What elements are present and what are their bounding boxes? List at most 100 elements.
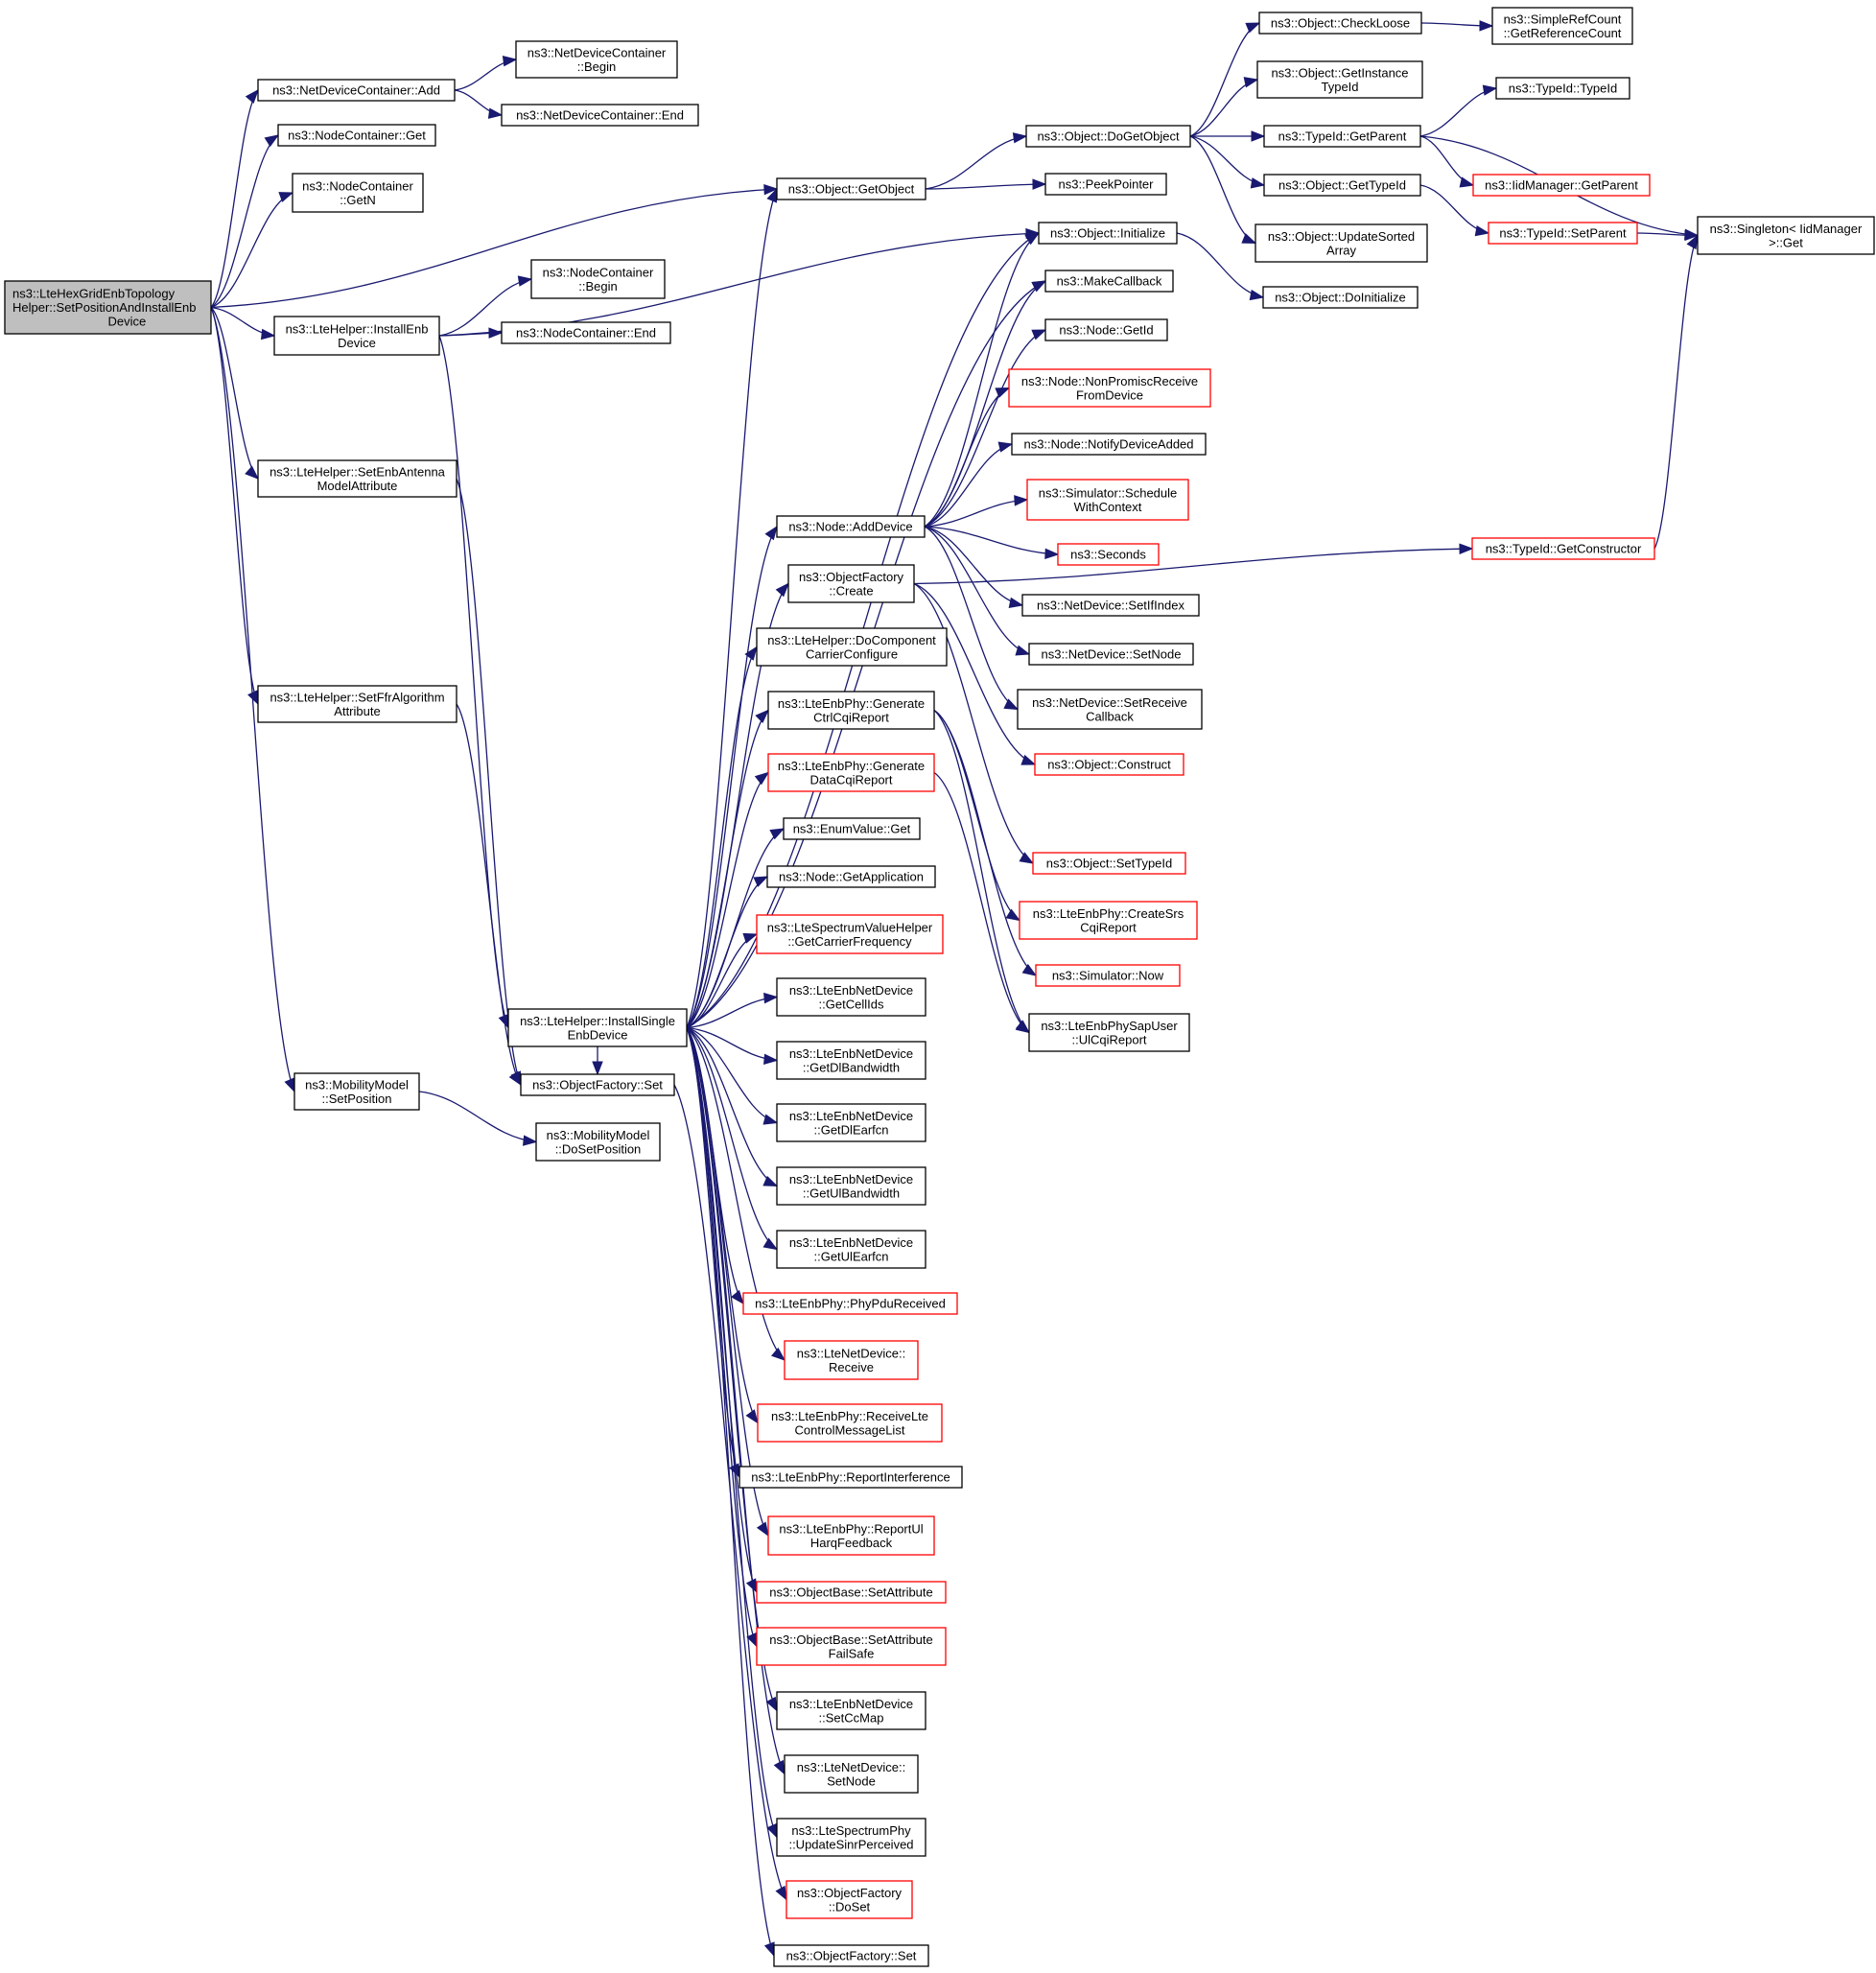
node-docomponent[interactable]: ns3::LteHelper::DoComponentCarrierConfig… — [756, 627, 948, 667]
node-label: ::GetDlBandwidth — [803, 1060, 900, 1074]
node-typeid-getparent[interactable]: ns3::TypeId::GetParent — [1263, 125, 1421, 148]
node-obj-settypeid[interactable]: ns3::Object::SetTypeId — [1032, 852, 1186, 875]
node-get-dlearfcn[interactable]: ns3::LteEnbNetDevice::GetDlEarfcn — [776, 1103, 926, 1142]
node-sim-now[interactable]: ns3::Simulator::Now — [1035, 964, 1181, 987]
arrowhead-icon — [1243, 77, 1259, 88]
node-lnd-setnode[interactable]: ns3::LteNetDevice::SetNode — [784, 1754, 919, 1794]
node-label: ns3::ObjectBase::SetAttribute — [769, 1585, 933, 1600]
node-set-antenna[interactable]: ns3::LteHelper::SetEnbAntennaModelAttrib… — [257, 459, 457, 498]
node-box — [784, 1340, 919, 1380]
edge-set-ffr-to-of-set-left — [456, 703, 522, 1087]
arrowhead-icon — [1015, 1021, 1031, 1034]
node-nc-begin[interactable]: ns3::NodeContainer::Begin — [530, 259, 666, 299]
node-box — [776, 515, 926, 538]
node-spectrum-helper[interactable]: ns3::LteSpectrumValueHelper::GetCarrierF… — [756, 914, 944, 954]
node-ob-setattr[interactable]: ns3::ObjectBase::SetAttribute — [756, 1581, 947, 1604]
node-of-create[interactable]: ns3::ObjectFactory::Create — [787, 564, 915, 603]
node-nd-setnode[interactable]: ns3::NetDevice::SetNode — [1028, 643, 1194, 666]
node-obj-dogetobject[interactable]: ns3::Object::DoGetObject — [1025, 125, 1191, 148]
node-iid-getparent[interactable]: ns3::IidManager::GetParent — [1472, 174, 1651, 197]
node-label: ns3::TypeId::GetParent — [1278, 129, 1407, 144]
node-label: ns3::NodeContainer — [302, 178, 413, 193]
node-node-adddevice[interactable]: ns3::Node::AddDevice — [776, 515, 926, 538]
node-peekpointer[interactable]: ns3::PeekPointer — [1044, 173, 1167, 196]
node-ndc-begin[interactable]: ns3::NetDeviceContainer::Begin — [515, 40, 678, 79]
node-obj-gettypeid[interactable]: ns3::Object::GetTypeId — [1263, 174, 1421, 197]
node-get-dlbw[interactable]: ns3::LteEnbNetDevice::GetDlBandwidth — [776, 1041, 926, 1080]
edge-line — [438, 232, 1040, 337]
edge-install-single-to-report-interf — [686, 1027, 740, 1479]
node-simplerefcount[interactable]: ns3::SimpleRefCount::GetReferenceCount — [1491, 7, 1633, 45]
edge-install-single-to-of-set-left — [592, 1045, 603, 1076]
node-obj-initialize[interactable]: ns3::Object::Initialize — [1038, 222, 1178, 245]
node-nc-end[interactable]: ns3::NodeContainer::End — [501, 321, 671, 344]
edge-install-single-to-node-adddevice — [686, 525, 778, 1028]
node-obj-doinitialize[interactable]: ns3::Object::DoInitialize — [1262, 286, 1419, 309]
node-label: EnbDevice — [568, 1027, 628, 1042]
node-of-set-bottom[interactable]: ns3::ObjectFactory::Set — [773, 1944, 929, 1967]
node-recv-ctrl[interactable]: ns3::LteEnbPhy::ReceiveLteControlMessage… — [757, 1403, 943, 1443]
node-node-notify[interactable]: ns3::Node::NotifyDeviceAdded — [1011, 433, 1207, 456]
node-ndc-end[interactable]: ns3::NetDeviceContainer::End — [501, 104, 699, 127]
node-mm-dosetpos[interactable]: ns3::MobilityModel::DoSetPosition — [535, 1122, 661, 1162]
node-get-ulbw[interactable]: ns3::LteEnbNetDevice::GetUlBandwidth — [776, 1166, 926, 1206]
node-root[interactable]: ns3::LteHexGridEnbTopologyHelper::SetPos… — [4, 280, 212, 335]
node-node-getid[interactable]: ns3::Node::GetId — [1044, 318, 1168, 341]
node-label: ns3::Object::GetInstance — [1271, 65, 1408, 80]
node-setccmap[interactable]: ns3::LteEnbNetDevice::SetCcMap — [776, 1691, 926, 1730]
node-seconds[interactable]: ns3::Seconds — [1057, 543, 1160, 566]
node-node-getapp[interactable]: ns3::Node::GetApplication — [766, 865, 936, 888]
node-get-cellids[interactable]: ns3::LteEnbNetDevice::GetCellIds — [776, 977, 926, 1017]
node-label: Array — [1326, 243, 1357, 257]
node-of-set-left[interactable]: ns3::ObjectFactory::Set — [520, 1073, 675, 1096]
node-nc-get[interactable]: ns3::NodeContainer::Get — [277, 124, 436, 147]
arrowhead-icon — [1021, 963, 1038, 976]
node-enumvalue-get[interactable]: ns3::EnumValue::Get — [783, 817, 921, 840]
node-singleton-get[interactable]: ns3::Singleton< IidManager>::Get — [1697, 216, 1875, 255]
node-box — [257, 685, 457, 723]
node-box — [776, 977, 926, 1017]
node-get-ulearfcn[interactable]: ns3::LteEnbNetDevice::GetUlEarfcn — [776, 1230, 926, 1269]
node-box — [257, 79, 456, 102]
node-mm-setpos[interactable]: ns3::MobilityModel::SetPosition — [293, 1072, 420, 1111]
node-nd-setifindex[interactable]: ns3::NetDevice::SetIfIndex — [1021, 594, 1200, 617]
node-label: ns3::Simulator::Schedule — [1039, 485, 1178, 500]
node-makecallback[interactable]: ns3::MakeCallback — [1044, 270, 1174, 293]
arrowhead-icon — [745, 1409, 759, 1424]
arrowhead-icon — [1459, 543, 1474, 554]
edge-line — [686, 526, 778, 1028]
node-obj-construct[interactable]: ns3::Object::Construct — [1034, 753, 1184, 776]
node-typeid-getconstructor[interactable]: ns3::TypeId::GetConstructor — [1471, 537, 1655, 560]
node-phypdu[interactable]: ns3::LteEnbPhy::PhyPduReceived — [742, 1292, 958, 1315]
node-update-sinr[interactable]: ns3::LteSpectrumPhy::UpdateSinrPerceived — [776, 1818, 926, 1857]
arrowhead-icon — [1684, 229, 1700, 242]
node-ndc-add[interactable]: ns3::NetDeviceContainer::Add — [257, 79, 456, 102]
node-obj-checkloose[interactable]: ns3::Object::CheckLoose — [1258, 12, 1422, 35]
node-typeid-setparent[interactable]: ns3::TypeId::SetParent — [1488, 222, 1638, 245]
arrowhead-icon — [997, 441, 1014, 453]
node-obj-getobject[interactable]: ns3::Object::GetObject — [776, 177, 926, 200]
node-box — [1035, 964, 1181, 987]
node-report-interf[interactable]: ns3::LteEnbPhy::ReportInterference — [739, 1466, 963, 1489]
node-sapuser-ulcqi[interactable]: ns3::LteEnbPhySapUser::UlCqiReport — [1028, 1013, 1190, 1052]
node-label: FromDevice — [1076, 388, 1143, 402]
node-typeid-typeid[interactable]: ns3::TypeId::TypeId — [1495, 77, 1630, 100]
node-of-doset[interactable]: ns3::ObjectFactory::DoSet — [786, 1880, 913, 1919]
node-lnd-receive[interactable]: ns3::LteNetDevice::Receive — [784, 1340, 919, 1380]
node-nc-getn[interactable]: ns3::NodeContainer::GetN — [292, 173, 424, 213]
edge-line — [686, 710, 769, 1028]
edge-line — [924, 443, 1013, 528]
